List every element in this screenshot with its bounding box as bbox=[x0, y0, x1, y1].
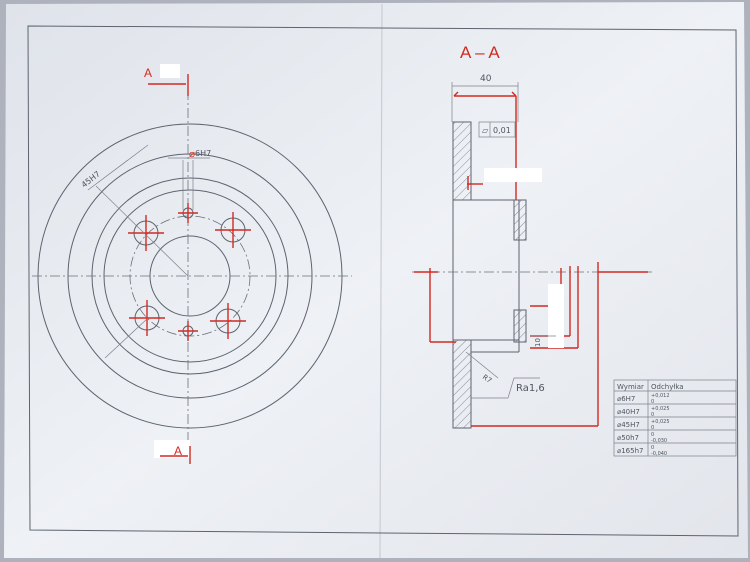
table-cell: 0 bbox=[651, 425, 654, 431]
table-header-deviation: Odchyłka bbox=[651, 383, 684, 391]
roughness-mark: Ra1,6 bbox=[516, 383, 545, 394]
diameter-mark: ⌀ bbox=[189, 149, 195, 160]
bolt-hole-2 bbox=[215, 212, 251, 248]
section-title: A – A bbox=[460, 43, 500, 62]
bolt-hole-4 bbox=[210, 303, 246, 339]
table-header-dimension: Wymiar bbox=[617, 383, 644, 391]
flatness-frame bbox=[478, 121, 516, 138]
cut-label-top: A bbox=[144, 66, 152, 80]
flatness-value: 0,01 bbox=[493, 126, 511, 135]
svg-text:⏥: ⏥ bbox=[482, 126, 489, 135]
section-view: A – A 40 0,01 ⏥ bbox=[412, 43, 652, 429]
table-row: ⌀50h7 bbox=[617, 434, 639, 442]
pin-hole-bottom bbox=[178, 321, 198, 341]
disc-section-lower bbox=[452, 339, 472, 429]
table-row: ⌀165h7 bbox=[617, 447, 643, 455]
paper-sheet bbox=[4, 2, 748, 558]
cut-label-bottom: A bbox=[174, 444, 182, 458]
paper-fold bbox=[379, 3, 383, 559]
dim-chamfer: R7 bbox=[481, 373, 493, 385]
pin-hole-top bbox=[178, 203, 198, 223]
table-cell: 0 bbox=[651, 445, 654, 451]
table-cell: +0,012 bbox=[651, 393, 670, 399]
hub-body bbox=[452, 199, 520, 341]
drawing-frame bbox=[27, 25, 739, 537]
dim-hole-small: 6H7 bbox=[195, 149, 211, 158]
bolt-hole-3 bbox=[129, 300, 165, 336]
dim-step: 10 bbox=[534, 338, 542, 347]
table-cell: 0 bbox=[651, 412, 654, 418]
table-cell: 0 bbox=[651, 399, 654, 405]
table-row: ⌀6H7 bbox=[617, 395, 635, 403]
table-cell: +0,025 bbox=[651, 419, 670, 425]
bolt-hole-1 bbox=[128, 215, 164, 251]
table-cell: -0,030 bbox=[651, 438, 667, 444]
tolerance-table: Wymiar Odchyłka ⌀6H7 +0,012 0 ⌀40H7 +0,0… bbox=[613, 379, 737, 457]
table-cell: -0,040 bbox=[651, 451, 667, 457]
table-cell: +0,025 bbox=[651, 406, 670, 412]
table-row: ⌀45H7 bbox=[617, 421, 640, 429]
table-row: ⌀40H7 bbox=[617, 408, 640, 416]
table-cell: 0 bbox=[651, 432, 654, 438]
dim-width-top: 40 bbox=[480, 74, 492, 84]
